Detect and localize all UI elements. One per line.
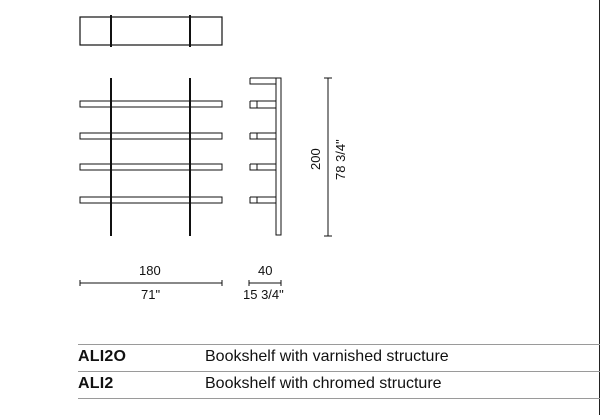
front-shelf-1 [79,100,223,108]
product-code: ALI2O [78,348,127,365]
width-dimension [79,280,223,286]
table-row: ALI2 Bookshelf with chromed structure [78,371,600,398]
width-in-label: 71" [141,287,161,302]
front-shelf-4 [79,196,223,204]
side-upright [275,77,282,236]
side-shelf-1 [249,100,276,109]
top-view-outline [79,16,223,46]
width-cm-label: 180 [139,263,161,278]
front-shelf-3 [79,163,223,171]
side-shelf-2 [249,132,276,140]
height-cm-label: 200 [308,148,323,170]
height-in-label: 78 3/4" [333,139,348,180]
product-code: ALI2 [78,375,114,392]
table-divider-bottom [78,398,600,399]
side-top-rail [249,77,276,85]
product-description: Bookshelf with varnished structure [205,348,449,365]
depth-dimension [248,280,282,286]
depth-in-label: 15 3/4" [243,287,284,302]
side-shelf-3 [249,163,276,171]
front-view [79,78,223,236]
front-shelf-2 [79,132,223,140]
side-view [249,77,282,236]
table-row: ALI2O Bookshelf with varnished structure [78,344,600,371]
side-shelf-4 [249,196,276,204]
height-dimension [324,77,332,237]
table-divider-middle [78,371,600,372]
product-description: Bookshelf with chromed structure [205,375,442,392]
depth-cm-label: 40 [258,263,273,278]
table-divider-top [78,344,600,345]
top-view [79,15,223,47]
